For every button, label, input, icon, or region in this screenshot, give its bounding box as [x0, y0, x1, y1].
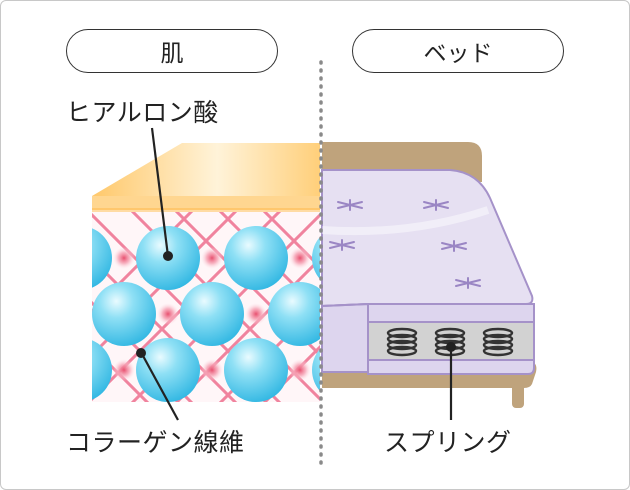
header-skin-label: 肌 — [160, 41, 184, 67]
bed-leg — [512, 384, 524, 408]
dot-collagen — [136, 348, 146, 358]
mattress-tufts — [329, 199, 481, 289]
label-hyaluronic-acid: ヒアルロン酸 — [66, 98, 219, 127]
spring-coil-3 — [482, 327, 514, 357]
skin-illustration — [92, 143, 320, 402]
mattress-top — [321, 169, 534, 308]
leader-lines — [141, 127, 453, 421]
label-collagen-fiber: コラーゲン線維 — [66, 428, 245, 457]
dot-hyaluronic — [163, 251, 173, 261]
leader-hyaluronic — [150, 127, 170, 257]
header-skin: 肌 — [66, 29, 278, 73]
collagen-nodes — [113, 247, 311, 381]
leader-dots — [136, 251, 456, 358]
leader-collagen — [141, 353, 179, 421]
skin-surface — [92, 143, 320, 196]
header-bed-label: ベッド — [423, 41, 493, 67]
spring-coil-1 — [386, 327, 418, 357]
skin-surface-edge — [92, 196, 320, 210]
label-spring: スプリング — [384, 428, 512, 457]
hyaluronic-acid-spheres — [92, 226, 320, 402]
dot-spring — [446, 342, 456, 352]
bed-illustration — [321, 142, 537, 408]
header-bed: ベッド — [352, 29, 564, 73]
